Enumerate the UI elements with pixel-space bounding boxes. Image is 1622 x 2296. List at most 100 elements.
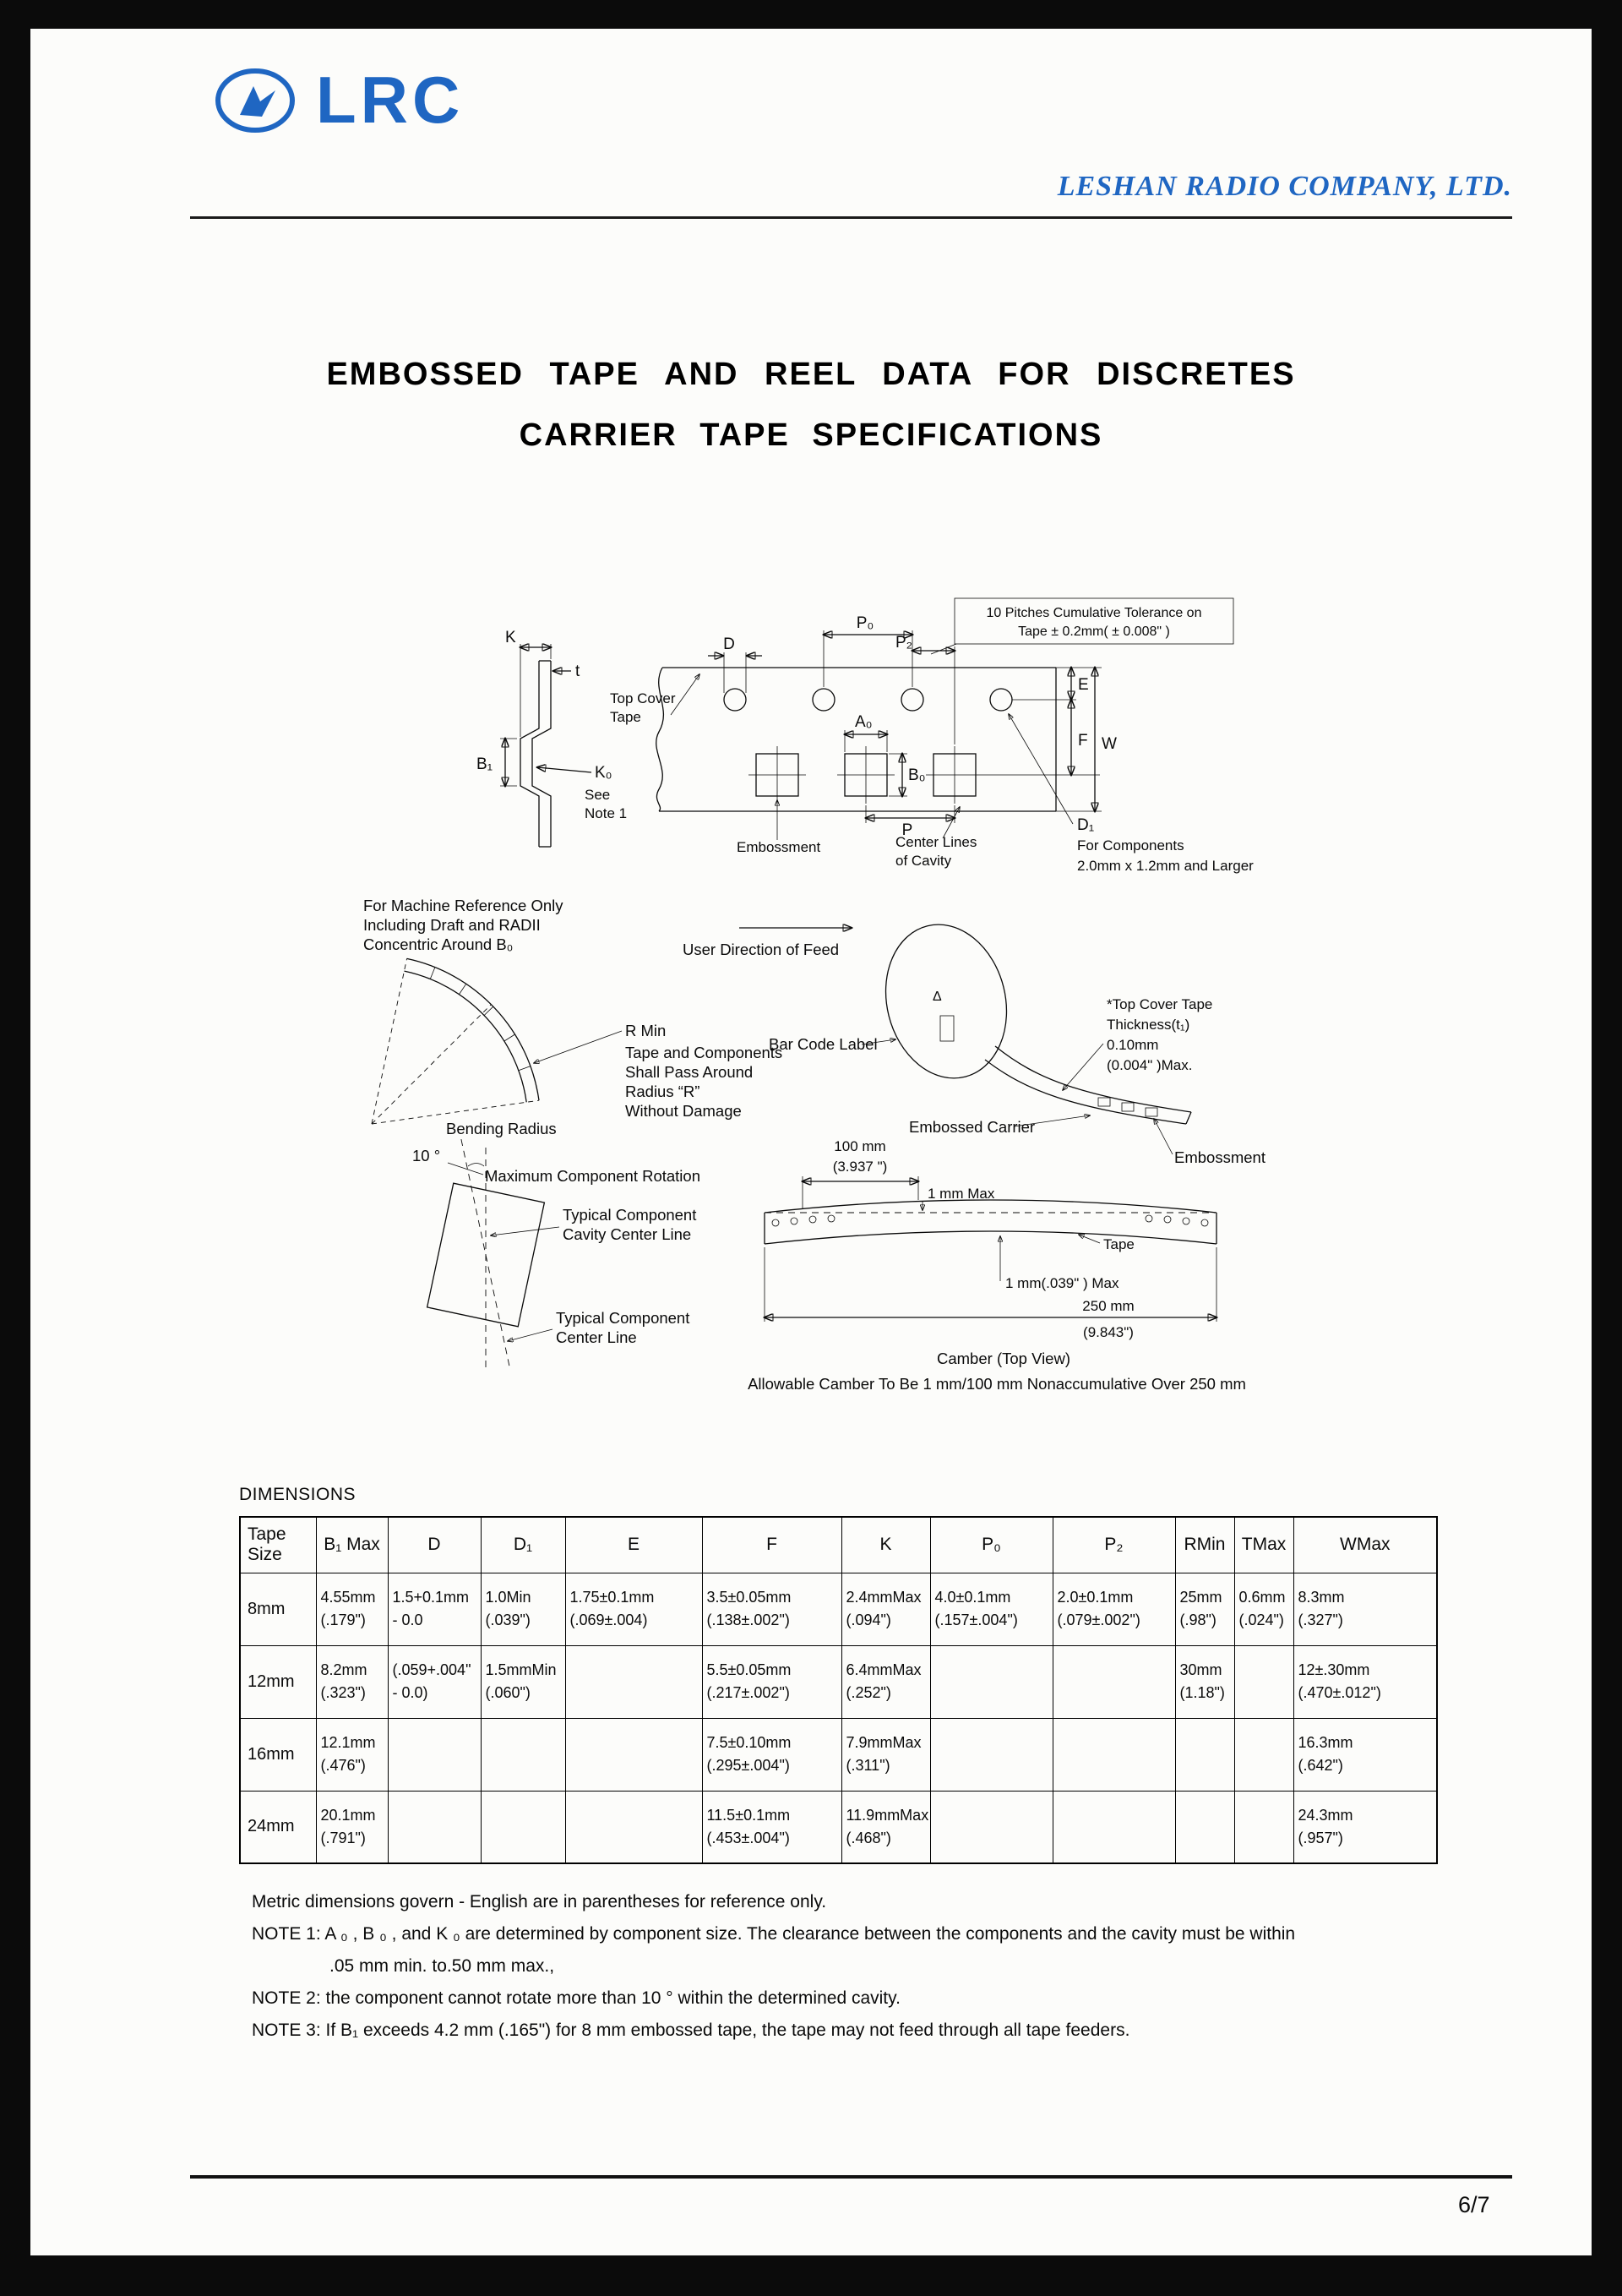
reel-and-camber-diagram: User Direction of Feed Δ Bar Code Label …: [683, 912, 1265, 1393]
dimension-value: [929, 1717, 1053, 1792]
doc-title-line2: CARRIER TAPE SPECIFICATIONS: [519, 417, 1103, 453]
tape-top-view: D P₀ P₂ 10 Pitches Cumulative Tolerance …: [610, 597, 1254, 874]
dim-b0-label: B₀: [908, 766, 926, 784]
column-header: P₀: [929, 1516, 1053, 1573]
column-header: B₁ Max: [315, 1516, 389, 1573]
dimension-value: 4.55mm(.179"): [315, 1572, 389, 1646]
dimension-value: 1.0Min(.039"): [480, 1572, 566, 1646]
tape-cross-section: K t B₁ K₀ See Note 1: [476, 629, 627, 848]
column-header: K: [841, 1516, 931, 1573]
note-line: Metric dimensions govern - English are i…: [252, 1892, 827, 1912]
top-cover-label-line1: Top Cover: [610, 690, 676, 706]
dimension-value: 7.9mmMax(.311"): [841, 1717, 931, 1792]
dimension-value: [1052, 1717, 1176, 1792]
dim-100mm-line2: (3.937 "): [833, 1159, 888, 1175]
reel-delta-mark: Δ: [933, 990, 942, 1004]
dimension-value: [1052, 1790, 1176, 1864]
dimension-value: [1174, 1717, 1235, 1792]
column-header: RMin: [1174, 1516, 1235, 1573]
pass-around-line3: Radius “R”: [625, 1083, 699, 1100]
pass-around-line2: Shall Pass Around: [625, 1063, 753, 1081]
dim-1mm-max-label: 1 mm Max: [928, 1186, 995, 1202]
dimension-value: [1233, 1644, 1294, 1719]
carrier-tape-diagram: K t B₁ K₀ See Note 1: [363, 597, 1265, 1393]
camber-top-view-label: Camber (Top View): [937, 1350, 1070, 1367]
dim-p0-label: P₀: [857, 614, 874, 632]
ten-degree-label: 10 °: [412, 1147, 440, 1164]
dimension-value: [1052, 1644, 1176, 1719]
dim-250mm-line1: 250 mm: [1082, 1298, 1134, 1314]
note-line: NOTE 2: the component cannot rotate more…: [252, 1988, 901, 2008]
column-header: E: [564, 1516, 703, 1573]
top-cover-label-line2: Tape: [610, 709, 641, 725]
dimension-value: [564, 1790, 703, 1864]
lrc-logo-icon: [215, 68, 295, 133]
tolerance-note-line1: 10 Pitches Cumulative Tolerance on: [987, 606, 1202, 620]
max-rotation-label: Maximum Component Rotation: [485, 1167, 700, 1185]
machine-ref-line2: Including Draft and RADII: [363, 916, 541, 934]
cavity-centerline-label-line1: Typical Component: [563, 1206, 696, 1224]
dim-p2-label: P₂: [895, 634, 912, 652]
dimension-value: [480, 1717, 566, 1792]
company-name: LESHAN RADIO COMPANY, LTD.: [1057, 171, 1512, 202]
component-centerline-label-line1: Typical Component: [556, 1309, 689, 1327]
dimension-value: 20.1mm(.791"): [315, 1790, 389, 1864]
column-header: F: [701, 1516, 842, 1573]
dimension-value: [929, 1790, 1053, 1864]
d1-components-line1: For Components: [1077, 837, 1184, 854]
embossment-callout-label: Embossment: [1174, 1148, 1265, 1166]
bending-radius-diagram: For Machine Reference Only Including Dra…: [363, 897, 782, 1371]
d1-components-line2: 2.0mm x 1.2mm and Larger: [1077, 858, 1254, 874]
tolerance-note-line2: Tape ± 0.2mm( ± 0.008" ): [1018, 624, 1170, 639]
allowable-camber-caption: Allowable Camber To Be 1 mm/100 mm Nonac…: [748, 1375, 1246, 1393]
top-cover-thickness-line2: Thickness(t₁): [1107, 1017, 1189, 1033]
dim-1mm-039-label: 1 mm(.039" ) Max: [1005, 1275, 1119, 1291]
dimension-value: 30mm(1.18"): [1174, 1644, 1235, 1719]
barcode-label: Bar Code Label: [769, 1035, 878, 1053]
top-cover-thickness-line1: *Top Cover Tape: [1107, 996, 1212, 1012]
dimension-value: 25mm(.98"): [1174, 1572, 1235, 1646]
lrc-logo: LRC: [215, 63, 464, 137]
note-line: .05 mm min. to.50 mm max.,: [329, 1956, 555, 1976]
header-divider: [190, 216, 1512, 219]
dim-e-label: E: [1078, 676, 1089, 694]
dimension-value: 1.5+0.1mm- 0.0: [387, 1572, 482, 1646]
column-header: D₁: [480, 1516, 566, 1573]
dimension-value: 1.5mmMin(.060"): [480, 1644, 566, 1719]
dimension-value: [480, 1790, 566, 1864]
dimension-value: 12±.30mm(.470±.012"): [1293, 1644, 1438, 1719]
dimension-value: (.059+.004"- 0.0): [387, 1644, 482, 1719]
notes: Metric dimensions govern - English are i…: [252, 1886, 1295, 2047]
pass-around-line1: Tape and Components: [625, 1044, 782, 1061]
dim-k-label: K: [505, 629, 516, 646]
tape-label: Tape: [1103, 1236, 1135, 1252]
dim-250mm-line2: (9.843"): [1083, 1324, 1134, 1340]
dimension-value: 24.3mm(.957"): [1293, 1790, 1438, 1864]
dimension-value: 8.2mm(.323"): [315, 1644, 389, 1719]
dim-d-label: D: [723, 635, 735, 653]
machine-ref-line3: Concentric Around B₀: [363, 935, 513, 953]
embossment-label: Embossment: [737, 839, 820, 855]
cavity-centerline-label-line2: Cavity Center Line: [563, 1225, 691, 1243]
pass-around-line4: Without Damage: [625, 1102, 742, 1120]
dimension-value: 16.3mm(.642"): [1293, 1717, 1438, 1792]
dimension-value: 2.4mmMax(.094"): [841, 1572, 931, 1646]
rmin-label: R Min: [625, 1022, 666, 1039]
cavity-centerlines-label-line2: of Cavity: [895, 853, 952, 869]
dimension-value: [387, 1717, 482, 1792]
dimension-value: 8.3mm(.327"): [1293, 1572, 1438, 1646]
column-header: P₂: [1052, 1516, 1176, 1573]
note-line: NOTE 3: If B₁ exceeds 4.2 mm (.165") for…: [252, 2021, 1130, 2040]
see-note-line2: Note 1: [585, 805, 627, 821]
dimension-value: 12.1mm(.476"): [315, 1717, 389, 1792]
dim-t-label: t: [575, 663, 580, 680]
column-header: D: [387, 1516, 482, 1573]
